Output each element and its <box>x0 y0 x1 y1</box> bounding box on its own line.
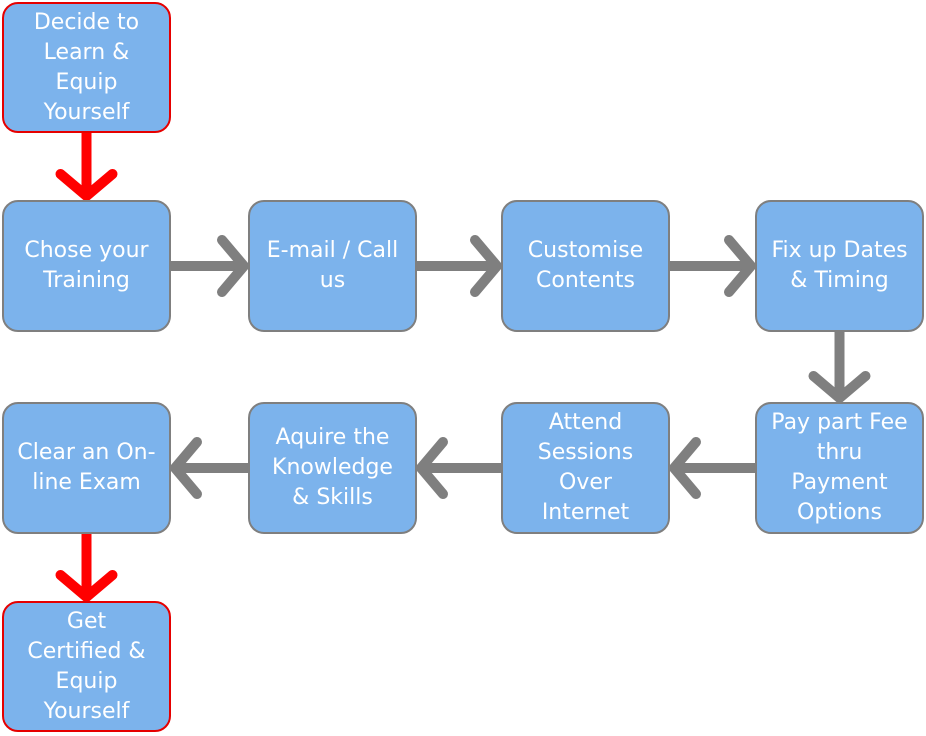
step-exam: Clear an On- line Exam <box>2 402 171 534</box>
step-email-call-label: E-mail / Call us <box>266 238 399 293</box>
step-email-call: E-mail / Call us <box>248 200 417 332</box>
step-customise-label: Customise Contents <box>527 238 644 293</box>
arrow-exam-to-certified <box>55 534 118 602</box>
step-acquire: Aquire the Knowledge & Skills <box>248 402 417 534</box>
step-fix-dates-label: Fix up Dates & Timing <box>771 238 908 293</box>
step-acquire-label: Aquire the Knowledge & Skills <box>272 425 393 510</box>
arrow-customise-to-fix-dates <box>670 235 756 297</box>
step-attend-label: Attend Sessions Over Internet <box>537 410 634 525</box>
step-customise: Customise Contents <box>501 200 670 332</box>
step-certified-label: Get Certified & Equip Yourself <box>27 608 146 724</box>
step-decide-label: Decide to Learn & Equip Yourself <box>33 9 140 125</box>
step-certified: Get Certified & Equip Yourself <box>2 601 171 732</box>
step-decide: Decide to Learn & Equip Yourself <box>2 2 171 133</box>
arrow-pay-fee-to-attend <box>669 437 755 499</box>
arrow-email-call-to-customise <box>417 235 502 297</box>
step-fix-dates: Fix up Dates & Timing <box>755 200 924 332</box>
arrow-chose-training-to-email-call <box>171 235 249 297</box>
arrow-attend-to-acquire <box>416 437 501 499</box>
step-pay-fee: Pay part Fee thru Payment Options <box>755 402 924 534</box>
arrow-decide-to-chose-training <box>55 133 118 201</box>
arrow-acquire-to-exam <box>170 437 248 499</box>
step-chose-training-label: Chose your Training <box>24 238 149 293</box>
step-exam-label: Clear an On- line Exam <box>17 440 156 495</box>
step-attend: Attend Sessions Over Internet <box>501 402 670 534</box>
step-pay-fee-label: Pay part Fee thru Payment Options <box>771 410 908 525</box>
arrow-fix-dates-to-pay-fee <box>808 332 871 403</box>
step-chose-training: Chose your Training <box>2 200 171 332</box>
